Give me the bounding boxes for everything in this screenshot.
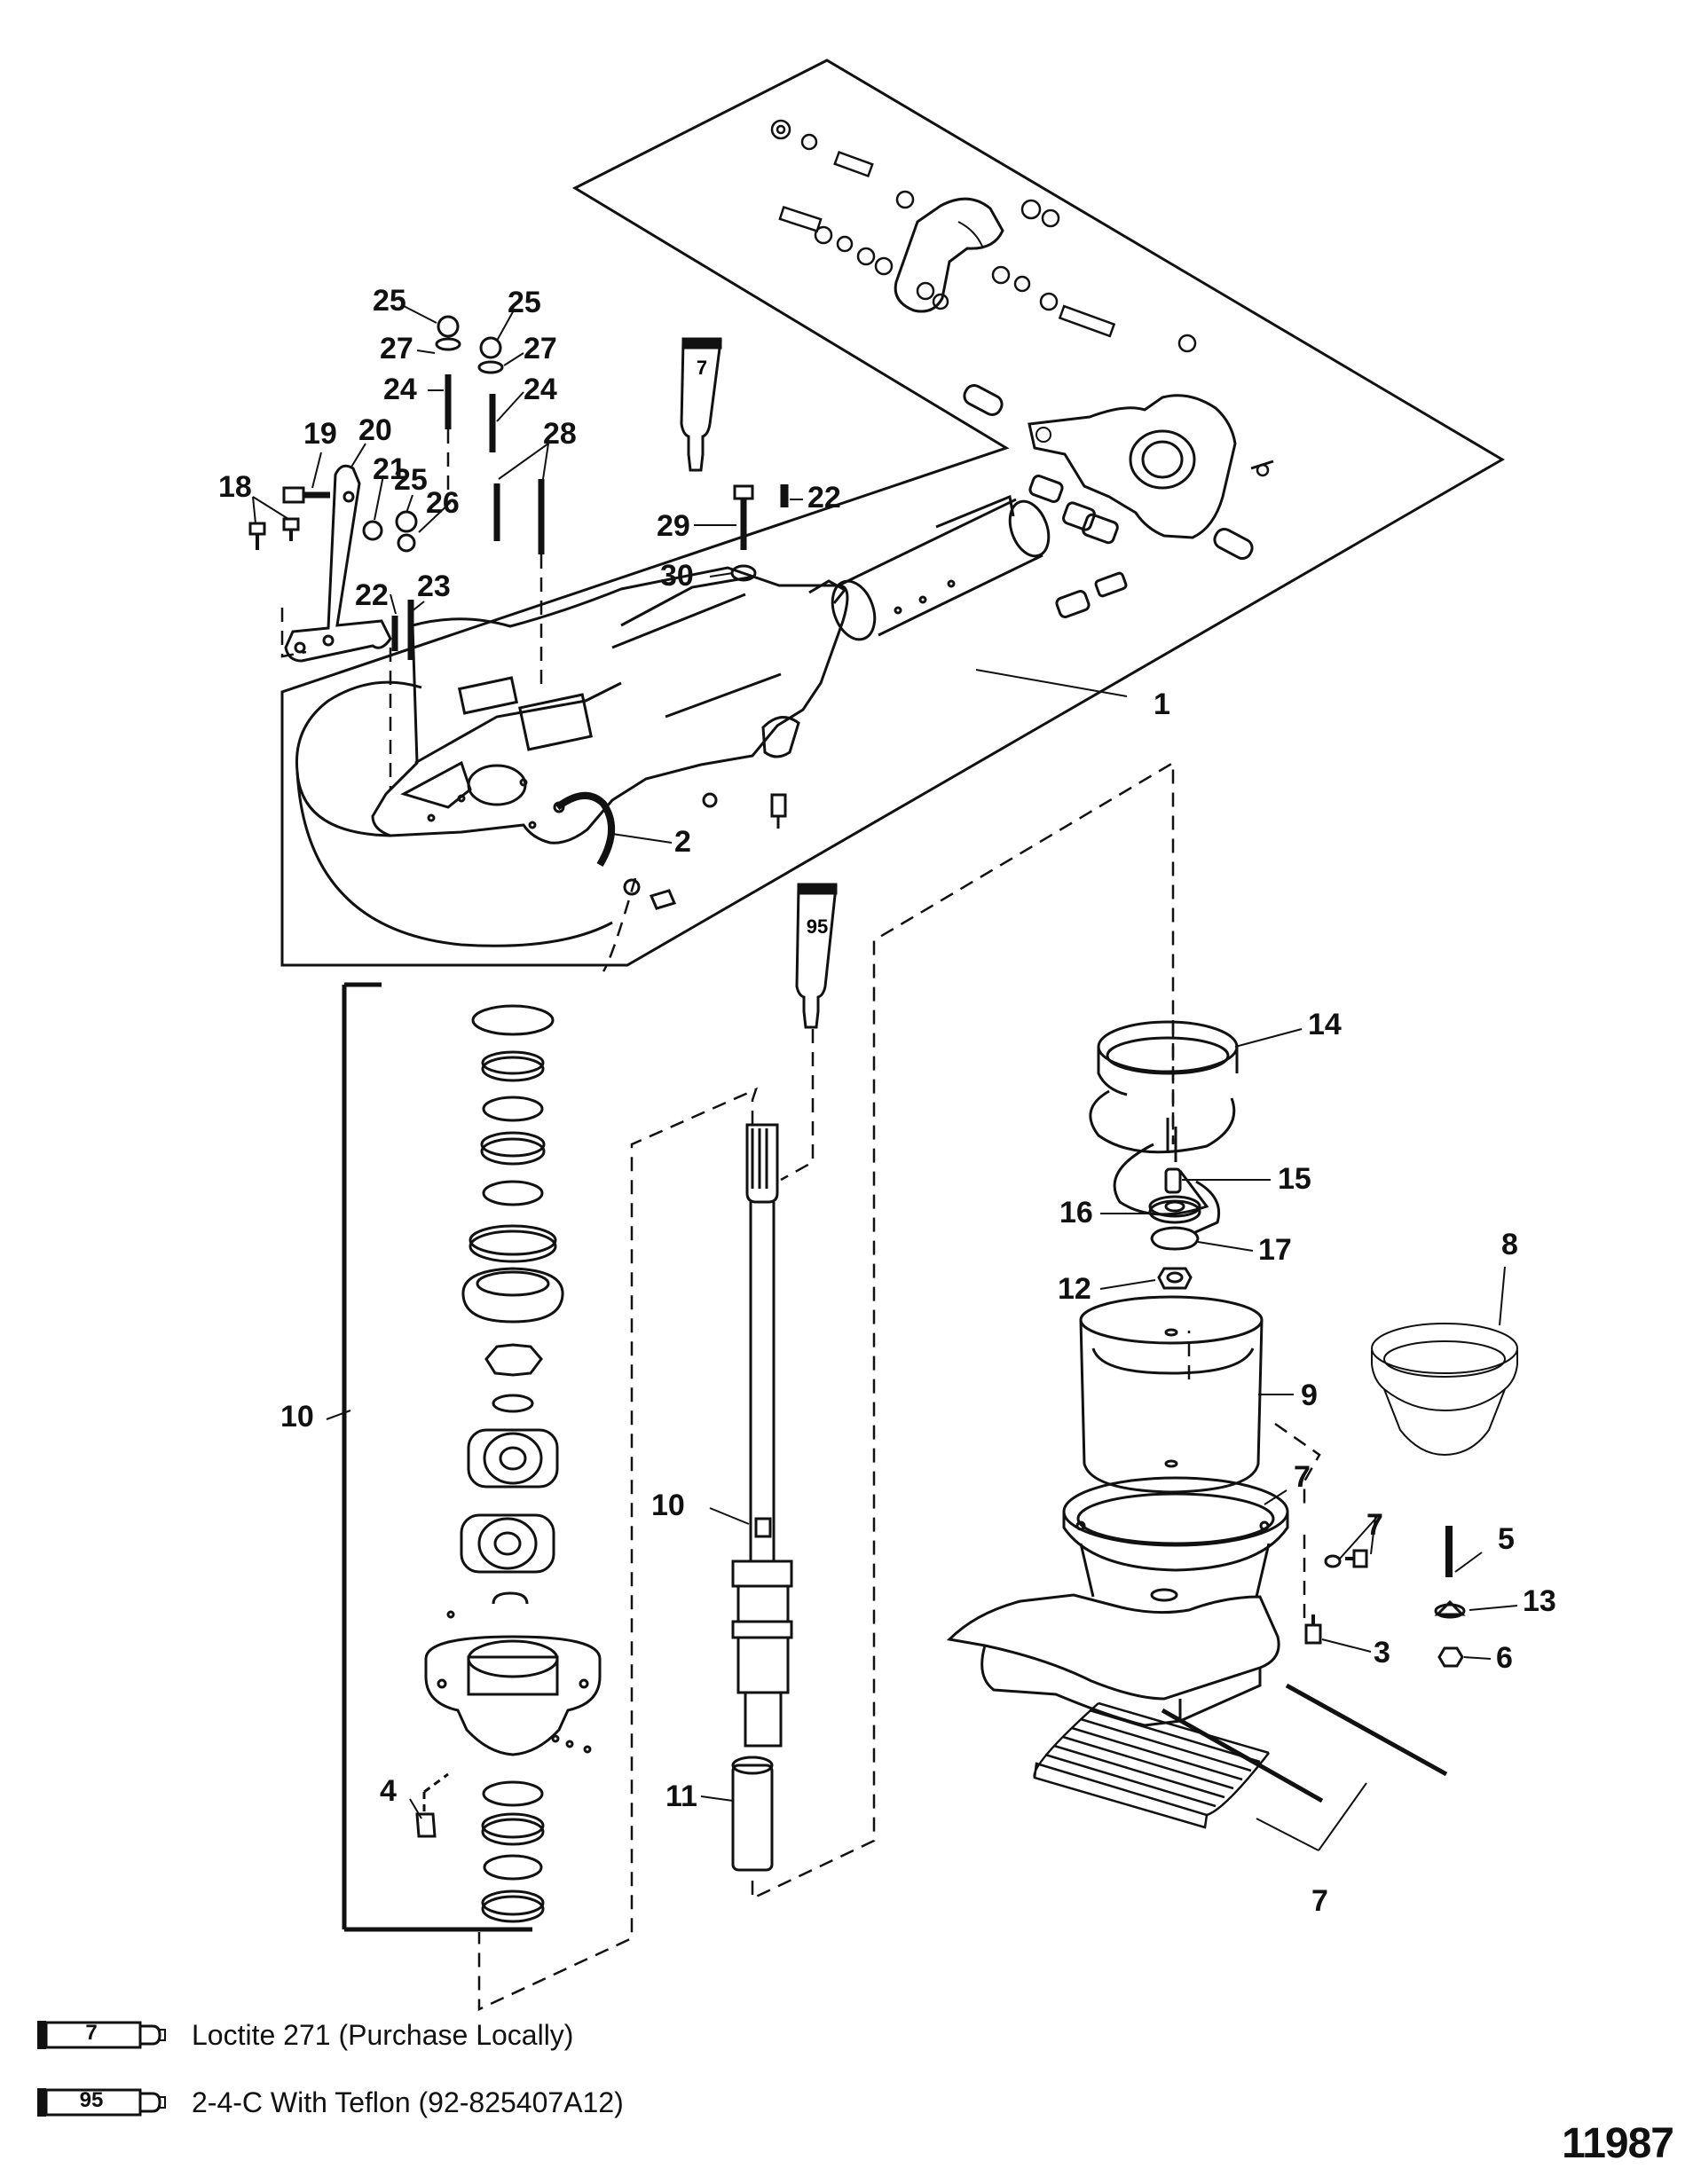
loctite-tube-label: 7 [697, 357, 707, 379]
leader-lines [252, 305, 1518, 1851]
callout-19: 19 [303, 417, 337, 451]
callout-16: 16 [1059, 1196, 1093, 1229]
steering-bracket [894, 197, 1004, 313]
bearing-stack [415, 1004, 602, 1923]
impeller-shaft [731, 1123, 793, 1748]
callout-18: 18 [218, 470, 252, 504]
callout-27-right: 27 [524, 332, 557, 365]
callout-22-right: 22 [807, 481, 841, 515]
assembly-lines [280, 429, 1321, 2011]
drive-tube [731, 1764, 774, 1872]
callout-17: 17 [1258, 1233, 1292, 1267]
steering-hardware [770, 119, 1270, 477]
callout-24-right: 24 [524, 373, 557, 406]
grease-legend-number: 95 [79, 2088, 104, 2112]
loctite-tube-icon [680, 340, 722, 472]
callout-23: 23 [417, 570, 451, 603]
callout-20: 20 [358, 413, 392, 447]
callout-8: 8 [1501, 1228, 1518, 1261]
callout-3: 3 [1374, 1636, 1390, 1669]
legend-row-grease: 95 2-4-C With Teflon (92-825407A12) [35, 2081, 624, 2124]
callout-12: 12 [1058, 1272, 1091, 1306]
callout-5: 5 [1498, 1522, 1515, 1556]
callout-4: 4 [380, 1774, 397, 1808]
callout-15: 15 [1278, 1162, 1311, 1196]
water-pickup-hose [555, 792, 616, 868]
callout-27-left: 27 [380, 332, 413, 365]
callout-7-grate: 7 [1311, 1884, 1328, 1918]
grease-legend-text: 2-4-C With Teflon (92-825407A12) [192, 2086, 624, 2118]
loctite-legend-number: 7 [85, 2021, 98, 2045]
grease-tube-icon [795, 885, 838, 1029]
wear-ring [1079, 1295, 1264, 1494]
callout-7-bolt: 7 [1366, 1508, 1383, 1542]
grease-legend-tube-icon: 95 [35, 2085, 169, 2120]
callout-1: 1 [1154, 687, 1170, 721]
loctite-legend-text: Loctite 271 (Purchase Locally) [192, 2018, 574, 2051]
driveshaft-tube [808, 494, 1051, 641]
callout-13: 13 [1523, 1584, 1556, 1618]
grease-tube-label: 95 [807, 915, 828, 938]
callout-25-right: 25 [508, 286, 541, 319]
callout-21: 21 [373, 452, 406, 486]
callout-25-left: 25 [373, 284, 406, 318]
callout-7-base: 7 [1294, 1460, 1311, 1494]
legend-row-loctite: 7 Loctite 271 (Purchase Locally) [35, 2014, 573, 2056]
callout-30: 30 [660, 559, 694, 593]
callout-10-bearings: 10 [280, 1400, 314, 1434]
callout-14: 14 [1308, 1008, 1342, 1041]
pump-base [946, 1476, 1289, 1727]
callout-28: 28 [543, 417, 577, 451]
pin [963, 383, 1004, 417]
figure-number: 11987 [1562, 2120, 1674, 2167]
steering-nozzle-housing [1028, 394, 1237, 539]
callout-29: 29 [657, 509, 690, 543]
pin [1213, 527, 1254, 561]
callout-22-left: 22 [355, 578, 389, 612]
pump-housing [295, 566, 849, 947]
callout-11: 11 [665, 1779, 697, 1813]
loctite-legend-tube-icon: 7 [35, 2017, 169, 2053]
callout-2: 2 [674, 825, 691, 859]
callout-25-mid: 25 [394, 463, 428, 497]
intake-grate [1033, 1701, 1270, 1829]
top-assembly-panel [280, 59, 1505, 967]
callout-26: 26 [426, 486, 460, 520]
mounting-bracket [284, 464, 392, 663]
intake-cap [1371, 1323, 1518, 1457]
callout-9: 9 [1301, 1379, 1318, 1412]
callout-24-left: 24 [383, 373, 417, 406]
callout-6: 6 [1496, 1641, 1513, 1675]
callout-10-shaft: 10 [651, 1489, 685, 1522]
